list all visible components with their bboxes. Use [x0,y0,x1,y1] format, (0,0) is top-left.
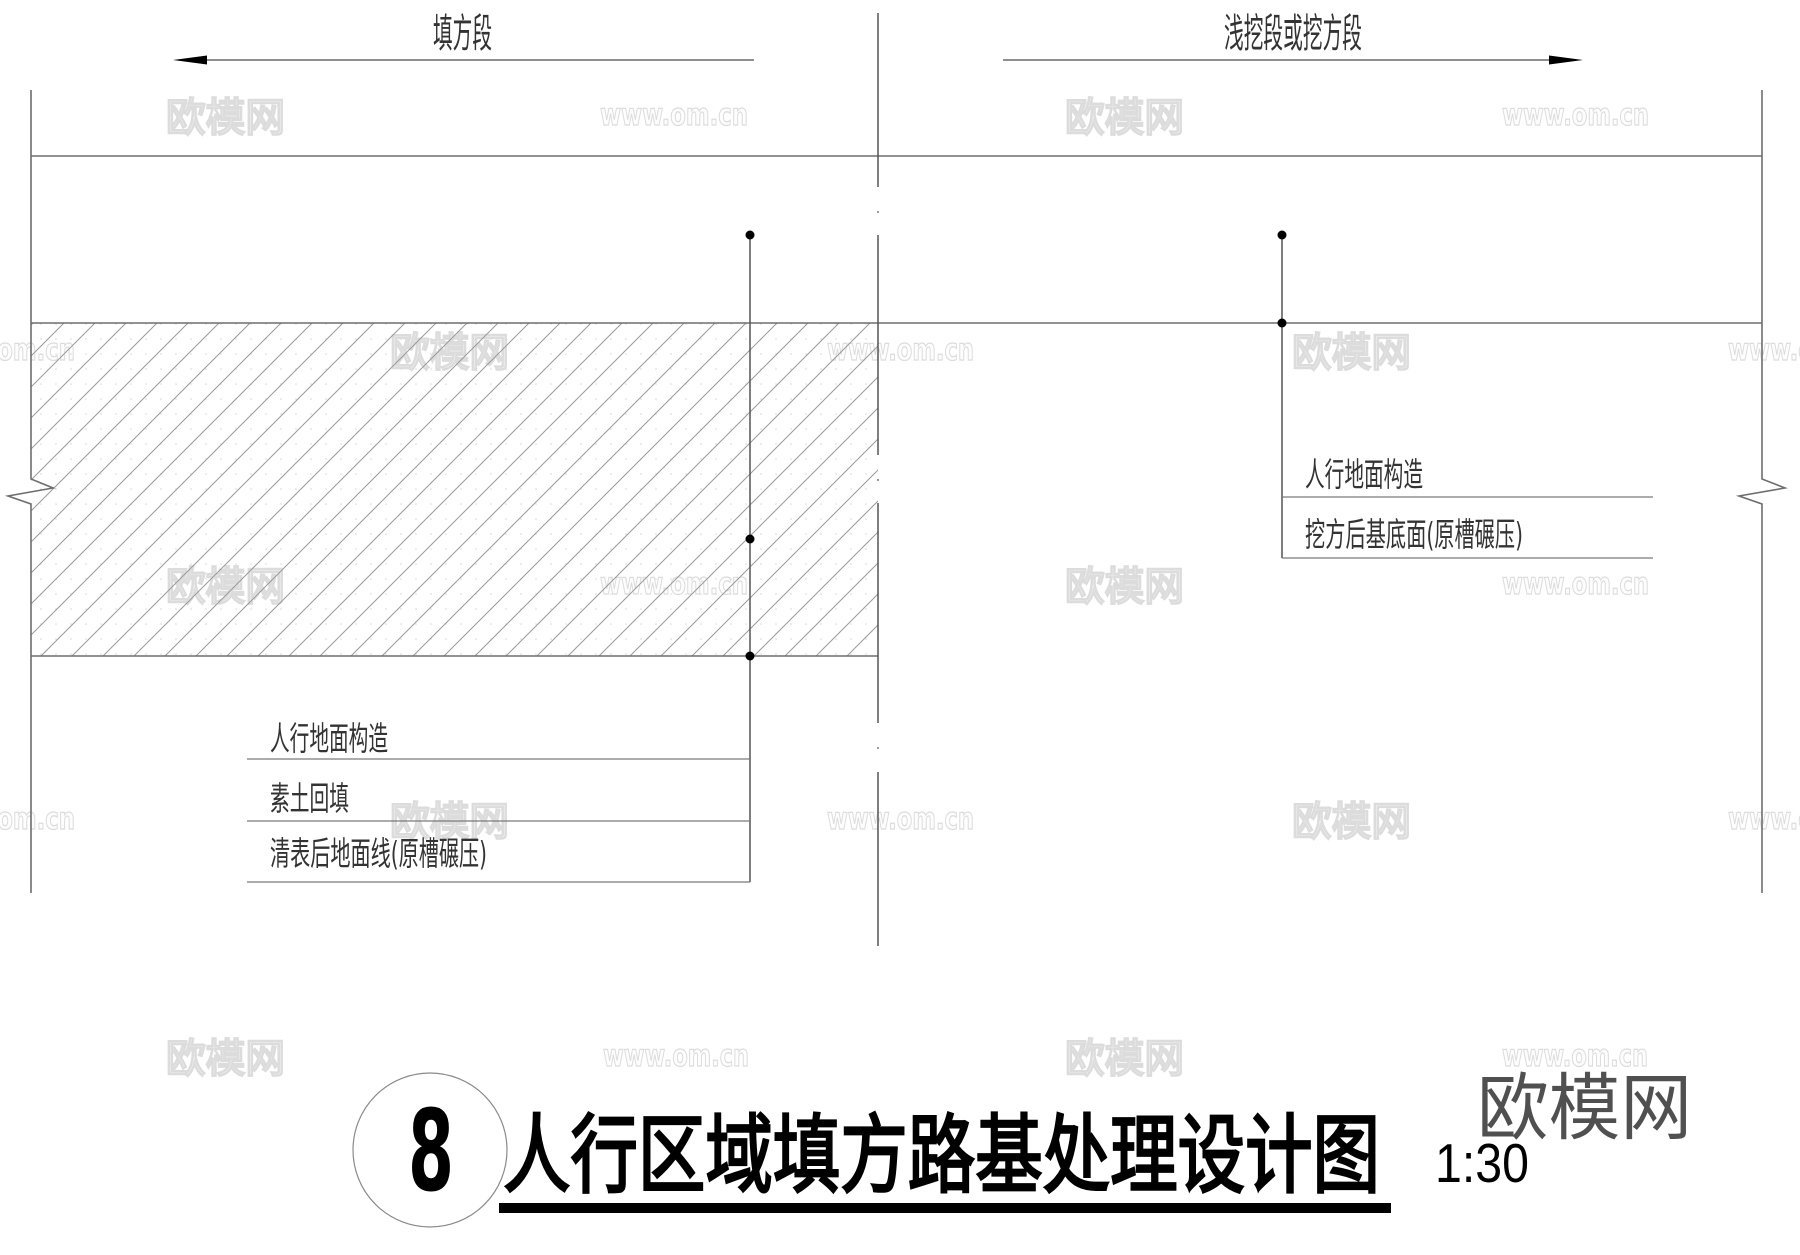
watermark-url: www.om.cn [1728,333,1800,368]
section-header-left: 填方段 [173,11,754,65]
callout-label-excavation-base: 挖方后基底面(原槽碾压) [1305,515,1523,554]
watermark-url: www.om.cn [1728,802,1800,837]
watermark-brand: 欧模网 [166,1036,285,1082]
watermark-url: www.om.cn [1502,1039,1648,1074]
watermark-brand: 欧模网 [1065,1036,1184,1082]
title-underline [499,1203,1391,1213]
center-divider-line [877,13,879,946]
section-label-fill: 填方段 [433,11,492,57]
right-boundary-line-with-break [1735,90,1788,893]
leader-dot-icon [745,534,755,544]
watermark-brand: 欧模网 [1065,564,1184,610]
fill-soil-region [31,323,878,657]
watermark-brand: 欧模网 [1292,330,1411,376]
arrow-right-icon [1549,55,1583,65]
watermark-brand: 欧模网 [390,799,509,845]
watermark-brand: 欧模网 [166,95,285,141]
diagonal-hatch [31,323,878,656]
watermark-brand: 欧模网 [1065,95,1184,141]
section-frame [4,90,1788,893]
callout-label-pavement: 人行地面构造 [1305,455,1423,494]
leader-dot-icon [1277,230,1287,240]
callout-label-pavement: 人行地面构造 [270,719,388,758]
drawing-scale: 1:30 [1435,1132,1529,1194]
section-header-right: 浅挖段或挖方段 [1003,11,1583,65]
watermark-url: www.om.cn [827,802,974,837]
leader-dot-icon [1277,318,1287,328]
title-block: 8 人行区域填方路基处理设计图 1:30 [352,1072,1529,1228]
watermark-url: www.om.cn [603,1039,749,1074]
arrow-left-icon [173,55,207,65]
drawing-number: 8 [408,1087,454,1217]
section-label-cut: 浅挖段或挖方段 [1224,11,1362,57]
brand-logo-watermark: 欧模网 [1477,1066,1692,1151]
watermark-url: www.om.cn [0,802,75,837]
callout-label-cleared-ground: 清表后地面线(原槽碾压) [270,834,487,873]
leader-dot-icon [745,651,755,661]
cut-section-callout: 人行地面构造 挖方后基底面(原槽碾压) [1277,230,1653,559]
watermark-url: www.om.cn [600,98,748,133]
leader-dot-icon [745,230,755,240]
left-boundary-line-with-break [4,90,56,893]
fill-section-callout: 人行地面构造 素土回填 清表后地面线(原槽碾压) [247,230,755,883]
watermark-url: www.om.cn [1502,98,1649,133]
drawing-title: 人行区域填方路基处理设计图 [503,1106,1380,1206]
watermark-brand: 欧模网 [1292,799,1411,845]
callout-label-backfill: 素土回填 [270,779,349,818]
watermark-url: www.om.cn [1502,567,1649,602]
drawing-number-circle [352,1072,508,1228]
